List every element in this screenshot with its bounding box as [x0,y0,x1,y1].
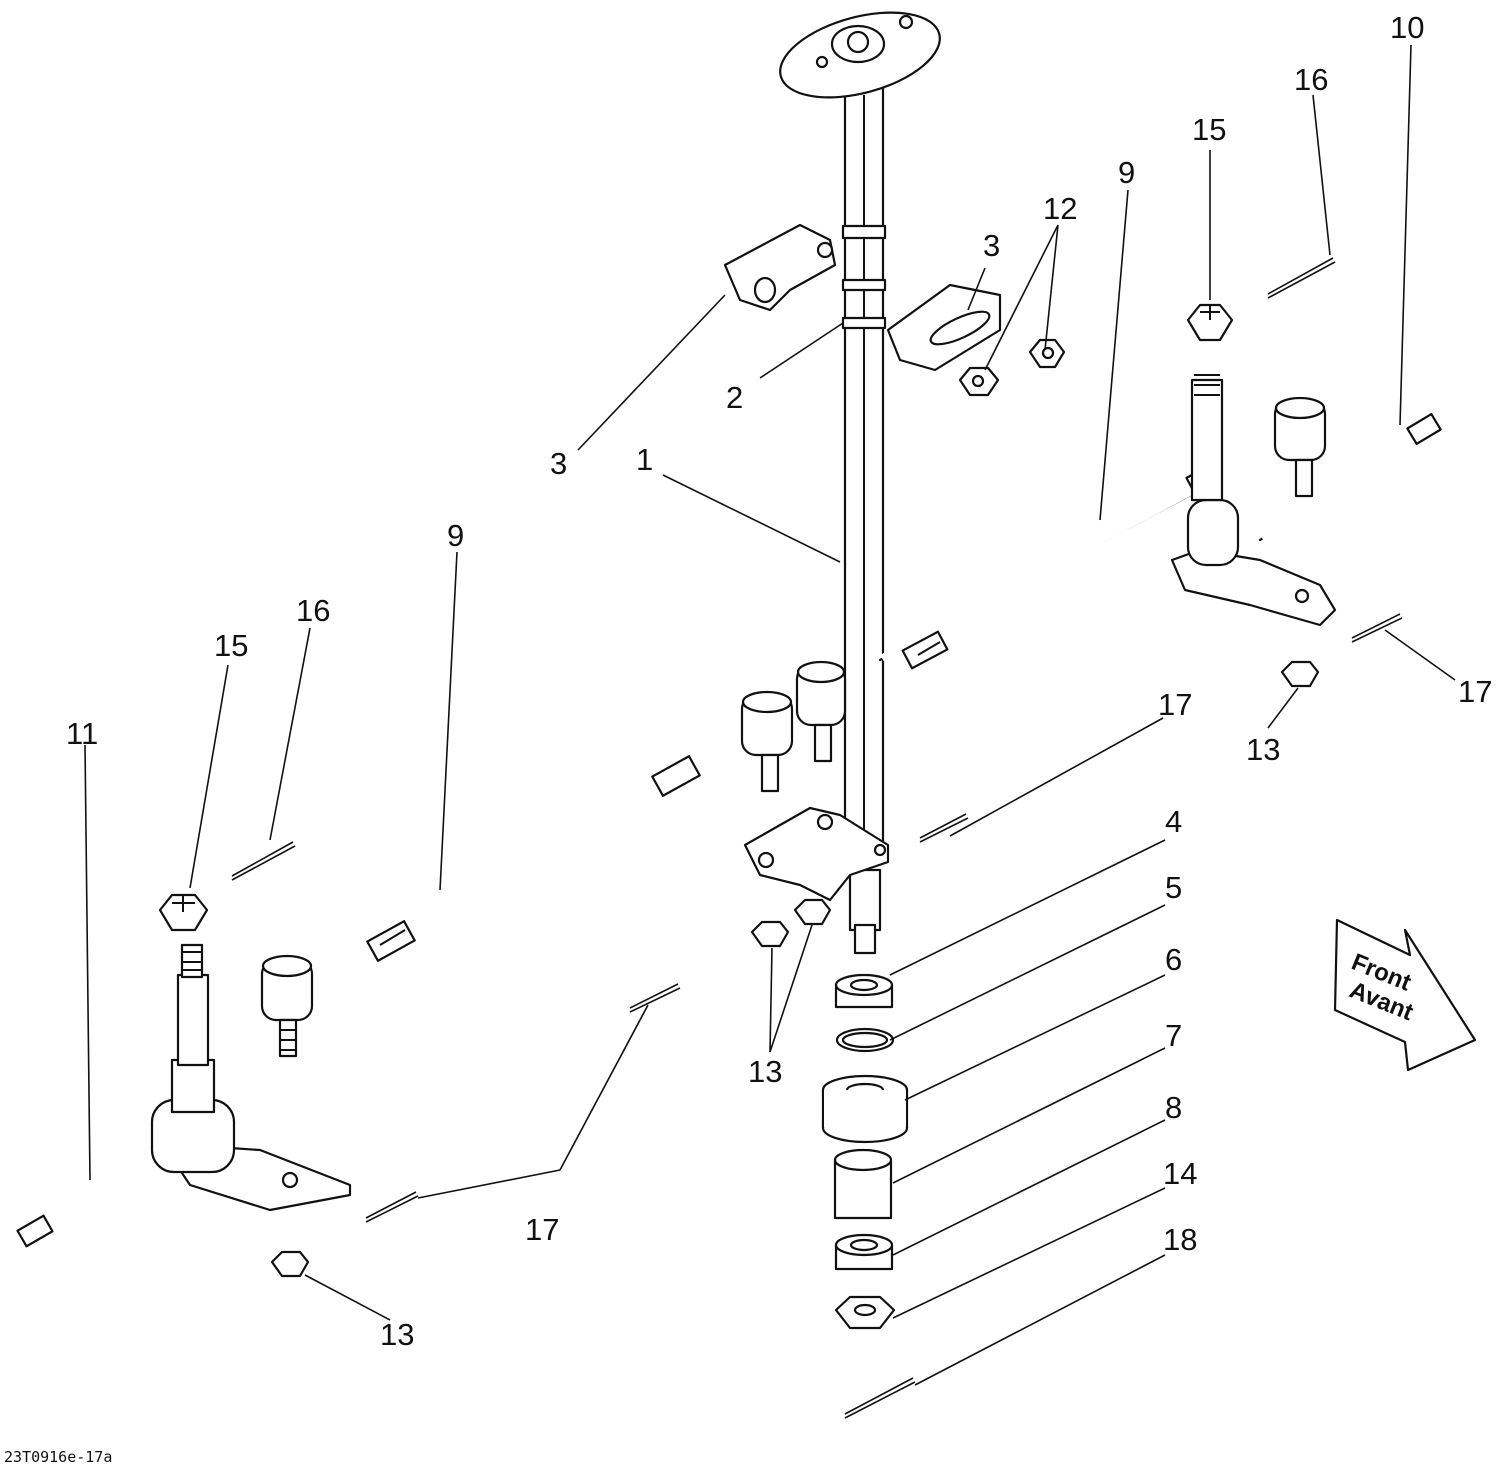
cotter-pins [231,257,1403,1419]
callout-12: 12 [1043,191,1077,226]
callout-14: 14 [1163,1156,1197,1191]
callout-8: 8 [1165,1090,1182,1125]
flange-nut-13-right [1280,660,1320,688]
callout-17-right: 17 [1458,674,1492,709]
callout-17-center: 17 [1158,687,1192,722]
circlip-5 [835,1027,895,1053]
callout-18: 18 [1163,1222,1197,1257]
washer-8 [834,1233,894,1271]
callout-17-left: 17 [525,1212,559,1247]
steering-arm-plate [743,806,890,902]
callout-9-left: 9 [447,518,464,553]
callout-16-left: 16 [296,593,330,628]
callout-9-right: 9 [1118,155,1135,190]
callout-13-left: 13 [380,1317,414,1352]
callout-15-right: 15 [1192,112,1226,147]
nut-14 [834,1295,896,1330]
sleeve-7 [833,1148,893,1220]
front-direction-arrow: Front Avant [1333,918,1477,1072]
castle-nut-left [158,893,209,932]
castle-nut-right [1186,303,1234,342]
callout-15-left: 15 [214,628,248,663]
nut-12b [1028,338,1066,369]
knuckle-right [1170,374,1445,627]
callout-11: 11 [66,716,98,751]
callout-1: 1 [636,442,653,477]
nut-12a [958,366,1000,397]
callout-2: 2 [726,380,743,415]
leader-lines [84,44,1456,1386]
support-half-left [723,223,837,312]
tie-rod-left [260,660,847,1058]
callout-10: 10 [1390,10,1424,45]
flange-nut-13-left [270,1250,310,1278]
callout-13-right: 13 [1246,732,1280,767]
callout-16-right: 16 [1294,62,1328,97]
tie-rod-right [878,463,1223,670]
callout-13-center: 13 [748,1054,782,1089]
callout-5: 5 [1165,870,1182,905]
callout-3-left: 3 [550,446,567,481]
bushing-4 [834,973,894,1009]
knuckle-left [16,943,352,1248]
support-half-right [886,283,1002,372]
callout-3-right: 3 [983,228,1000,263]
callout-4: 4 [1165,804,1182,839]
steering-column [779,11,941,955]
figure-reference-code: 23T0916e-17a [4,1448,113,1466]
bearing-6 [821,1074,909,1144]
callout-numbers: 1 2 3 3 4 5 6 7 8 9 9 10 11 12 13 13 13 … [66,10,1492,1352]
callout-7: 7 [1165,1018,1182,1053]
callout-6: 6 [1165,942,1182,977]
flange-nut-13-center [750,898,832,948]
